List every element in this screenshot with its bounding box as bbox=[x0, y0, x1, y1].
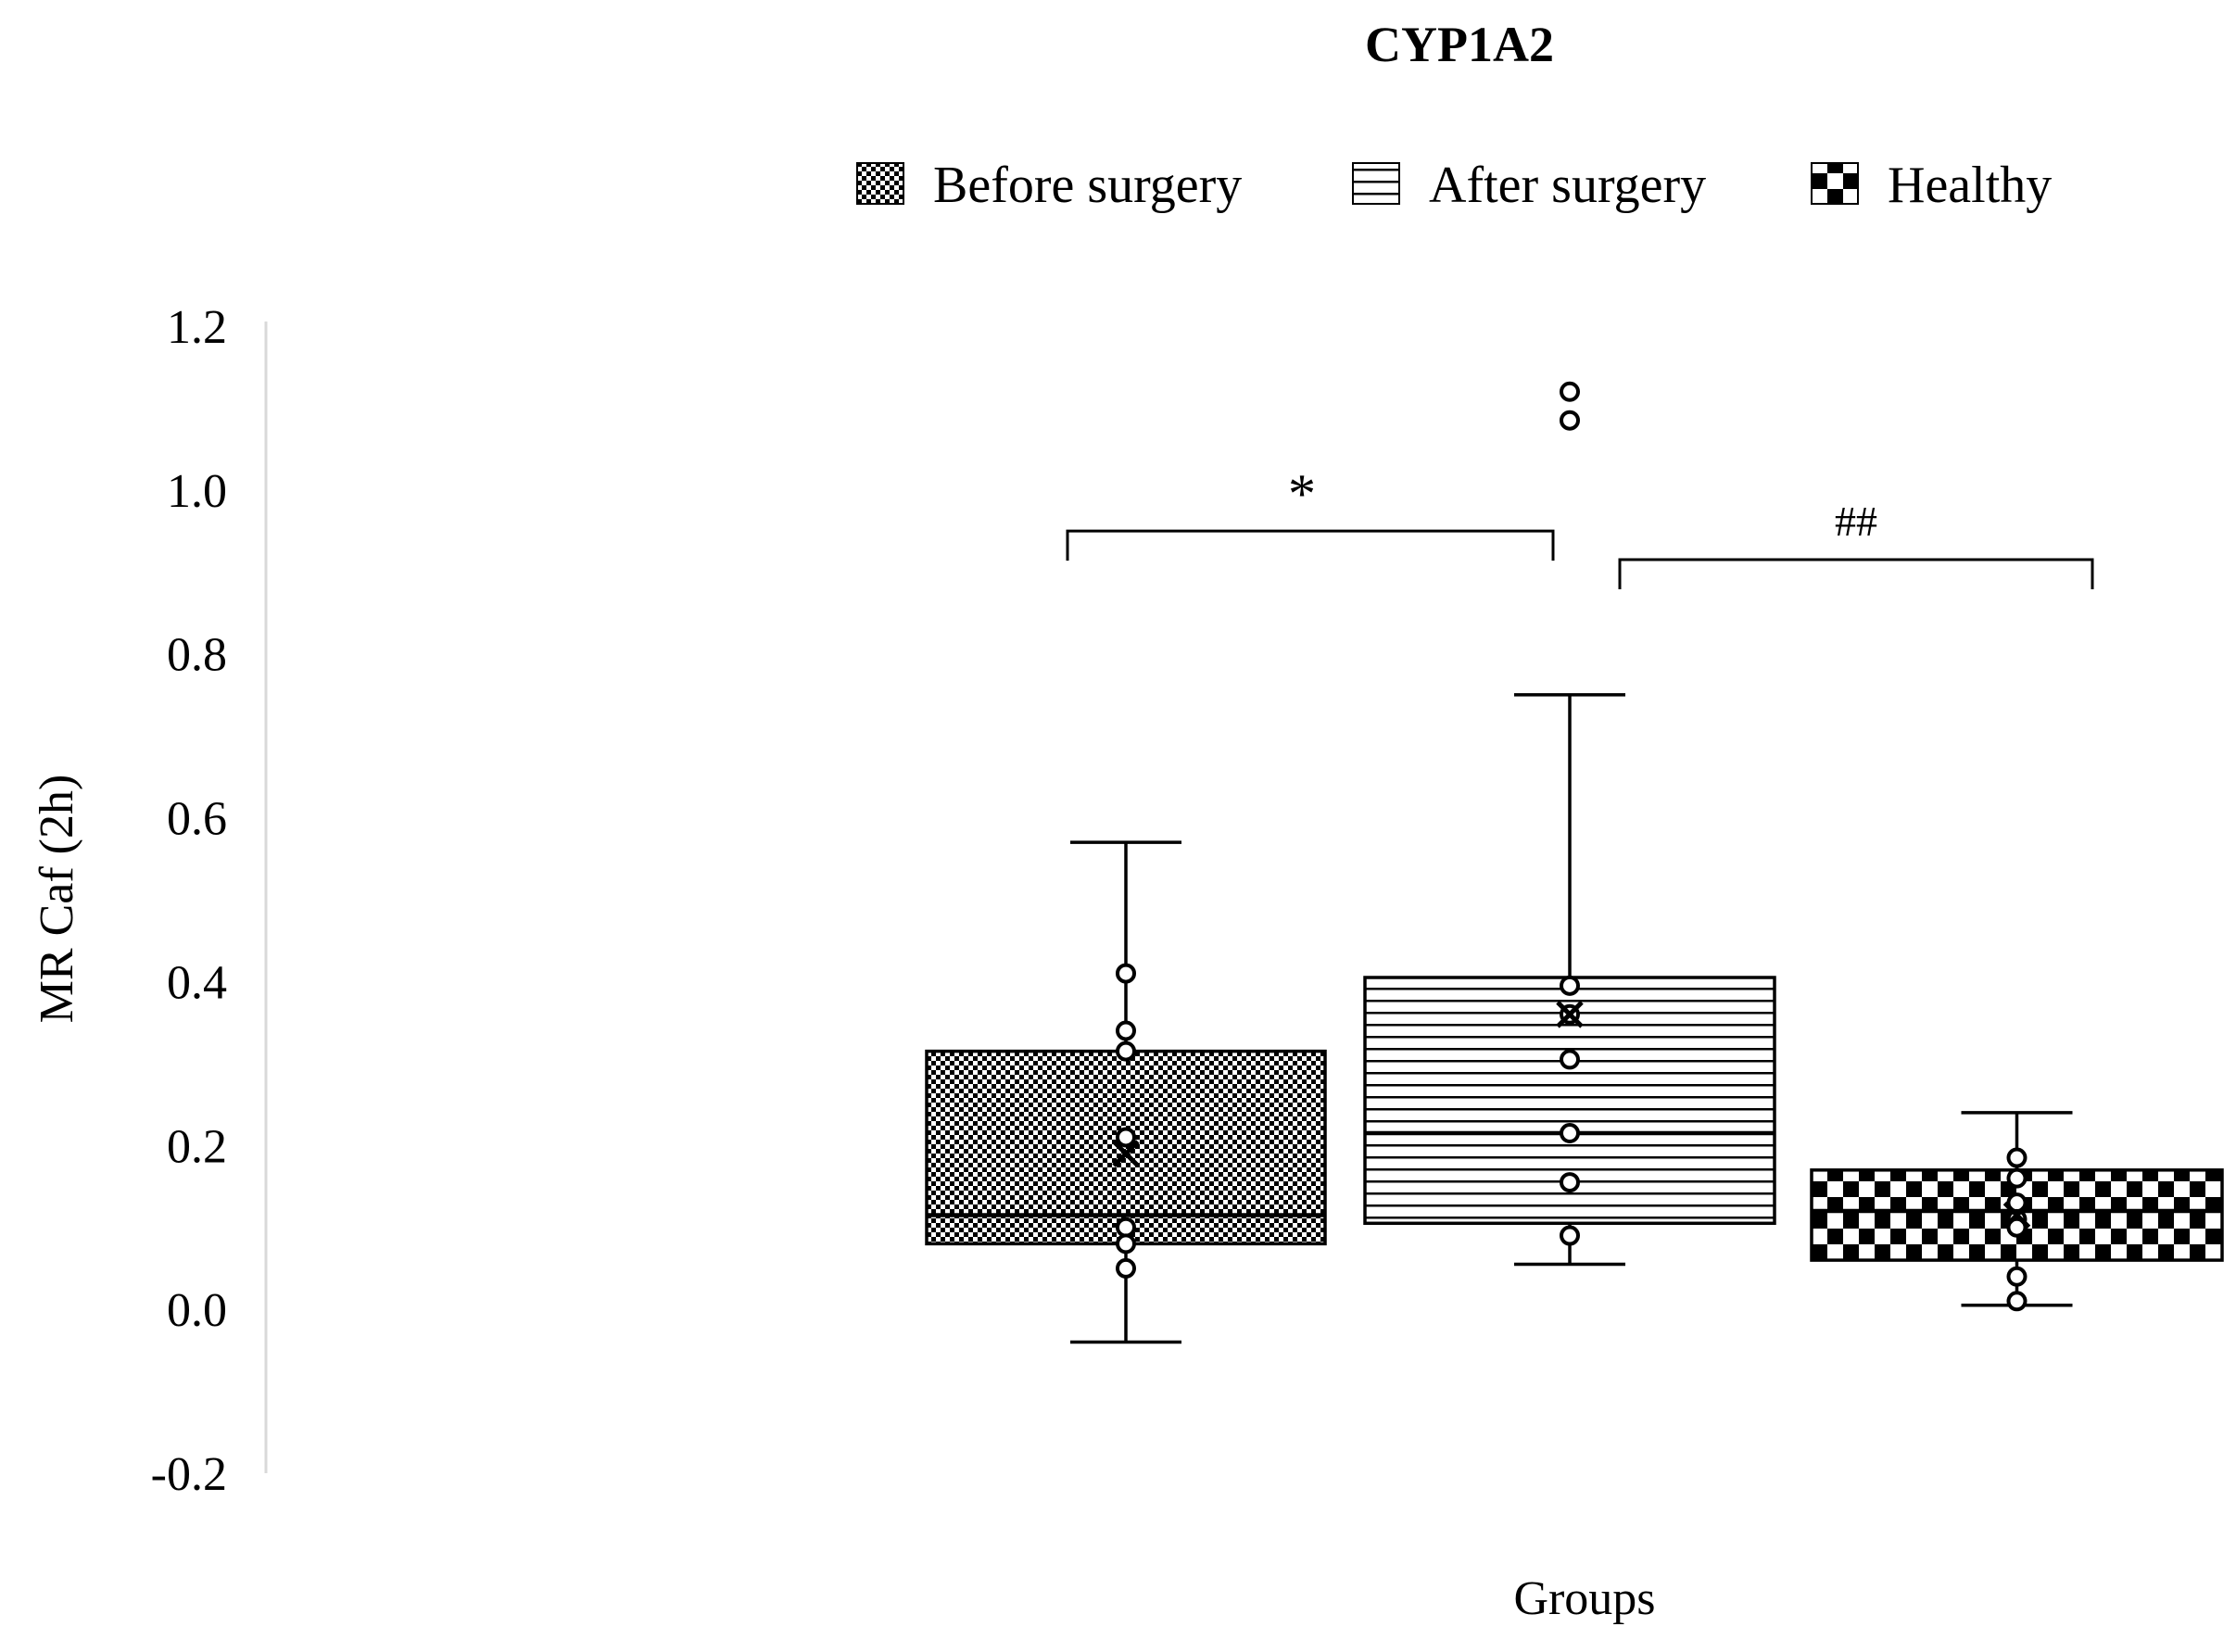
data-point bbox=[1560, 1225, 1580, 1246]
mean-marker bbox=[1112, 1140, 1140, 1167]
legend-swatch bbox=[1352, 162, 1400, 205]
mean-marker bbox=[1556, 1001, 1584, 1028]
data-point bbox=[1116, 1127, 1136, 1148]
mean-marker bbox=[2002, 1201, 2031, 1230]
y-tick-label: 0.2 bbox=[167, 1120, 227, 1173]
legend-label: After surgery bbox=[1429, 157, 1706, 214]
y-axis-ticks: 1.2 1.0 0.8 0.6 0.4 0.2 0.0 -0.2 bbox=[151, 301, 227, 1501]
data-point bbox=[1116, 1257, 1136, 1279]
data-point bbox=[2006, 1167, 2028, 1189]
data-point bbox=[1560, 1049, 1580, 1070]
data-point bbox=[2006, 1217, 2028, 1238]
box-group bbox=[1810, 1111, 2224, 1312]
y-tick-label: 1.0 bbox=[167, 465, 227, 518]
data-point bbox=[1560, 410, 1580, 431]
legend-swatch bbox=[856, 162, 904, 205]
data-point bbox=[1560, 975, 1580, 996]
data-point bbox=[1116, 1233, 1136, 1255]
data-point bbox=[2006, 1266, 2028, 1287]
significance-label: * bbox=[1288, 463, 1316, 524]
data-point bbox=[1116, 1020, 1136, 1041]
significance-bracket bbox=[1618, 558, 2094, 590]
y-tick-label: 0.6 bbox=[167, 793, 227, 846]
x-axis-label: Groups bbox=[1513, 1572, 1655, 1625]
data-point bbox=[1560, 1172, 1580, 1193]
y-tick-label: 0.0 bbox=[167, 1284, 227, 1337]
y-tick-label: 0.4 bbox=[167, 956, 227, 1009]
legend-label: Healthy bbox=[1888, 157, 2052, 214]
legend-label: Before surgery bbox=[933, 157, 1242, 214]
data-point bbox=[1560, 381, 1580, 402]
legend-swatch bbox=[1811, 162, 1859, 205]
significance-bracket bbox=[1066, 529, 1555, 561]
y-tick-label: 0.8 bbox=[167, 629, 227, 682]
data-point bbox=[2006, 1147, 2028, 1168]
data-point bbox=[1116, 1217, 1136, 1238]
data-point bbox=[1560, 1123, 1580, 1144]
significance-annotations: * ## bbox=[1066, 463, 2094, 590]
chart-title: CYP1A2 bbox=[1365, 17, 1554, 72]
y-tick-label: -0.2 bbox=[151, 1448, 227, 1501]
data-point bbox=[2006, 1291, 2028, 1312]
y-axis-label: MR Caf (2h) bbox=[31, 775, 83, 1024]
data-point bbox=[1116, 963, 1136, 984]
box-group bbox=[1363, 381, 1776, 1267]
box-iqr bbox=[925, 1049, 1327, 1246]
data-point bbox=[1116, 1040, 1136, 1062]
box-plots bbox=[925, 381, 2224, 1344]
box-group bbox=[925, 840, 1327, 1344]
significance-label: ## bbox=[1835, 498, 1877, 545]
legend: Before surgery After surgery Healthy bbox=[856, 157, 2052, 214]
y-tick-label: 1.2 bbox=[167, 301, 227, 354]
